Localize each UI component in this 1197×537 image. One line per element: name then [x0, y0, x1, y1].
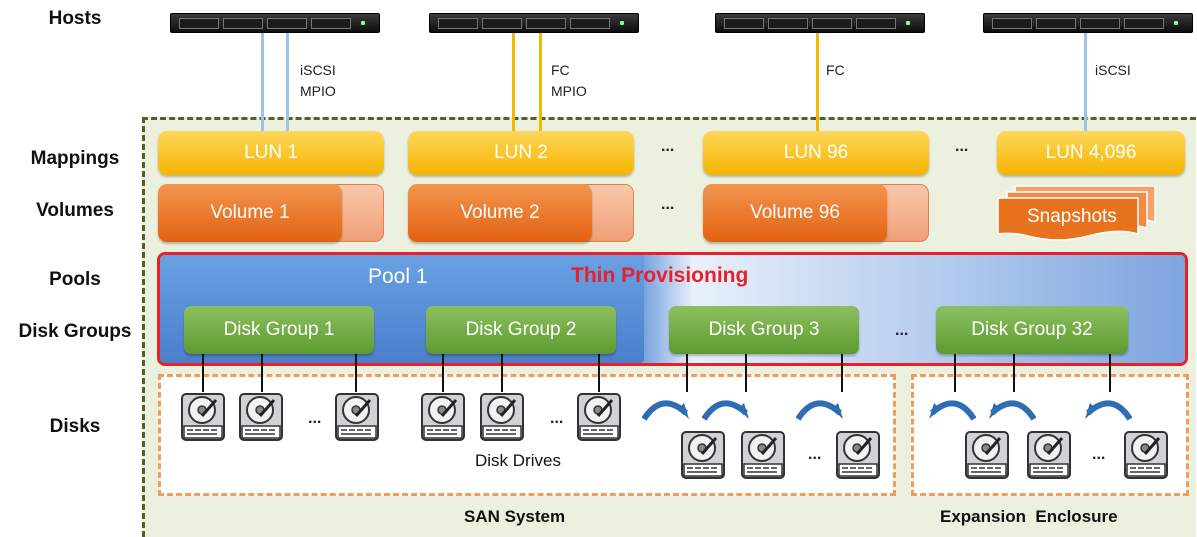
disk-drive-icon	[1026, 430, 1072, 480]
wire-host4	[1084, 33, 1087, 131]
wire-host1-b	[286, 33, 289, 131]
curved-arrow-icon	[929, 400, 976, 421]
disks-ellipsis: ...	[308, 410, 322, 427]
row-label-disks: Disks	[49, 416, 101, 437]
host-server-4	[983, 13, 1193, 33]
disk-drive-icon	[238, 392, 284, 442]
row-label-pools: Pools	[49, 269, 101, 290]
volume-2: Volume 2	[408, 184, 592, 242]
disk-drive-icon	[835, 430, 881, 480]
disk-drive-icon	[964, 430, 1010, 480]
disk-drive-icon	[180, 392, 226, 442]
wire-host2-a	[512, 33, 515, 131]
volumes-ellipsis: ...	[661, 196, 675, 213]
disk-drive-icon	[479, 392, 525, 442]
wire-host2-b	[539, 33, 542, 131]
disk-drive-icon	[334, 392, 380, 442]
curved-arrow-icon	[989, 400, 1036, 421]
disk-group-1: Disk Group 1	[184, 306, 374, 354]
disks-ellipsis: ...	[550, 410, 564, 427]
volume-96: Volume 96	[703, 184, 887, 242]
mappings-ellipsis: ...	[661, 138, 675, 155]
lun-1: LUN 1	[158, 131, 384, 175]
curved-arrow-icon	[1085, 400, 1132, 421]
curved-arrow-icon	[796, 400, 843, 421]
disk-drive-icon	[740, 430, 786, 480]
host-server-1	[170, 13, 380, 33]
thin-provisioning-label: Thin Provisioning	[571, 264, 749, 287]
disk-groups-ellipsis: ...	[895, 322, 909, 339]
row-label-mappings: Mappings	[30, 148, 120, 169]
lun-96: LUN 96	[703, 131, 929, 175]
pool-1-label: Pool 1	[368, 265, 428, 288]
wire-host3	[816, 33, 819, 131]
lun-2: LUN 2	[408, 131, 634, 175]
disk-group-3: Disk Group 3	[669, 306, 859, 354]
connection-label-3: FC	[826, 62, 845, 78]
disk-drive-icon	[576, 392, 622, 442]
disk-drive-icon	[1123, 430, 1169, 480]
snapshots-label: Snapshots	[1027, 206, 1117, 227]
host-server-2	[429, 13, 639, 33]
row-label-disk-groups: Disk Groups	[18, 321, 132, 342]
disk-group-32: Disk Group 32	[936, 306, 1128, 354]
lun-4096: LUN 4,096	[997, 131, 1185, 175]
wire-host1-a	[261, 33, 264, 131]
mappings-ellipsis-2: ...	[955, 138, 969, 155]
host-server-3	[715, 13, 925, 33]
row-label-volumes: Volumes	[36, 200, 114, 221]
volume-1: Volume 1	[158, 184, 342, 242]
curved-arrow-icon	[702, 400, 749, 421]
disk-group-2: Disk Group 2	[426, 306, 616, 354]
expansion-enclosure-label: Expansion Enclosure	[940, 507, 1118, 526]
disk-drive-icon	[680, 430, 726, 480]
disks-ellipsis: ...	[1092, 446, 1106, 463]
disks-ellipsis: ...	[808, 446, 822, 463]
san-system-label: SAN System	[464, 507, 566, 526]
disk-drives-label: Disk Drives	[475, 451, 561, 470]
snapshots-stack	[997, 185, 1156, 241]
disk-drive-icon	[420, 392, 466, 442]
row-label-hosts: Hosts	[48, 8, 102, 29]
curved-arrow-icon	[642, 400, 689, 421]
connection-label-4: iSCSI	[1095, 62, 1131, 78]
